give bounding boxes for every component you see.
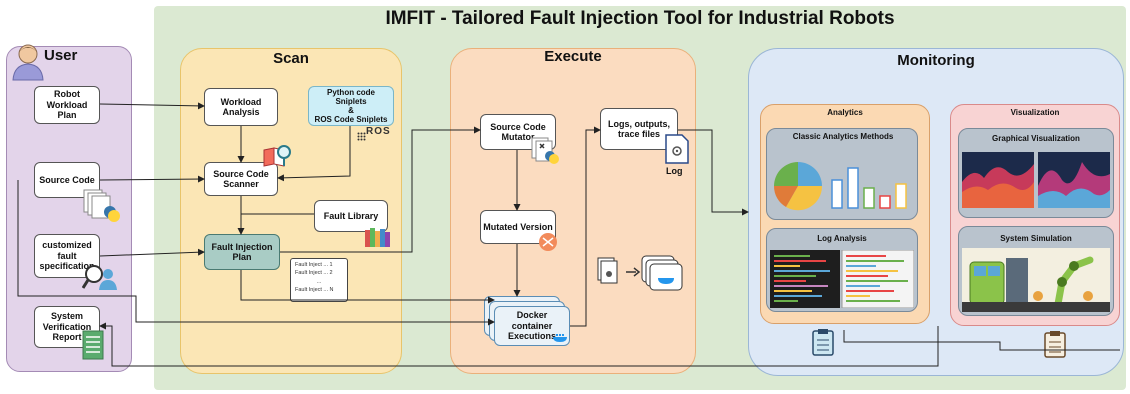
magnifier-user-icon (81, 262, 118, 292)
snippets-line1: Python code Sniplets (326, 87, 375, 106)
books-icon (364, 226, 392, 248)
docker-whale-icon (552, 330, 570, 342)
robot-simulation-image (962, 248, 1110, 312)
ros-dots-icon (357, 128, 366, 141)
fault-injection-plan-node: Fault Injection Plan (204, 234, 280, 270)
python-files-icon (82, 188, 122, 224)
snippets-line2: & (348, 106, 354, 115)
execute-label: Execute (544, 48, 602, 65)
fault-library-node: Fault Library (314, 200, 388, 232)
code-snippets-node: Python code Sniplets & ROS Code Sniplets (308, 86, 394, 126)
book-magnifier-icon (262, 142, 292, 168)
ros-logo: ROS (366, 126, 391, 137)
classic-analytics-label: Classic Analytics Methods (792, 132, 894, 141)
source-code-scanner-node: Source Code Scanner (204, 162, 278, 196)
code-screenshot-image (770, 249, 915, 309)
area-chart-image (962, 152, 1110, 208)
mutator-python-icon (530, 136, 560, 164)
clipboard-icon (812, 328, 834, 356)
monitoring-label: Monitoring (897, 52, 975, 69)
logs-outputs-node: Logs, outputs, trace files (600, 108, 678, 150)
analytics-label: Analytics (827, 108, 863, 117)
fault-list-item: ... (316, 278, 322, 285)
fault-list-item: Fault Inject ... 2 (295, 270, 333, 277)
container-files-icon (596, 252, 688, 296)
user-avatar-icon (10, 42, 46, 82)
system-simulation-label: System Simulation (1000, 234, 1072, 243)
fault-list-item: Fault Inject ... N (295, 286, 334, 293)
visualization-label: Visualization (1010, 108, 1060, 117)
page-title: IMFIT - Tailored Fault Injection Tool fo… (385, 8, 895, 29)
robot-workload-plan-node: Robot Workload Plan (34, 86, 100, 124)
clipboard-icon (1044, 330, 1066, 358)
snippets-line3: ROS Code Sniplets (314, 115, 388, 125)
report-document-icon (82, 330, 104, 360)
fault-list-item: Fault Inject ... 1 (295, 262, 333, 268)
pie-chart-icon (772, 160, 824, 212)
graphical-visualization-label: Graphical Visualization (992, 134, 1080, 143)
log-icon-label: Log (666, 166, 683, 176)
log-analysis-label: Log Analysis (817, 234, 867, 243)
user-label: User (44, 47, 78, 64)
bar-chart-icon (826, 160, 912, 210)
log-file-icon (664, 134, 690, 164)
scan-label: Scan (273, 50, 309, 67)
fault-list-box: Fault Inject ... 1 Fault Inject ... 2 ..… (290, 258, 348, 302)
dna-icon (538, 232, 558, 252)
